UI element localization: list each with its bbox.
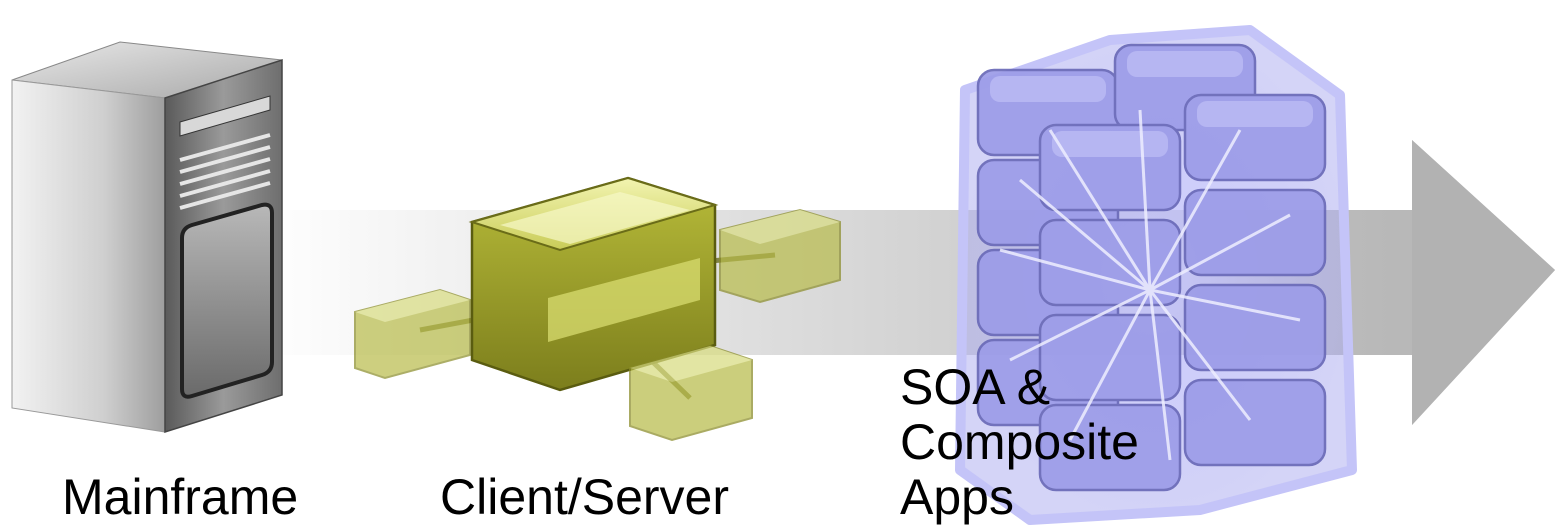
stage-label-soa-line-1: SOA & <box>900 359 1051 415</box>
stage-label-soa-line-2: Composite <box>900 414 1139 470</box>
server-tower-icon <box>11 41 283 434</box>
stage-label-client-server: Client/Server <box>440 469 729 525</box>
stage-label-mainframe: Mainframe <box>62 469 299 525</box>
client-server-cubes-icon <box>354 176 841 442</box>
stage-label-soa: SOA & Composite Apps <box>900 360 1139 525</box>
soa-blocks-icon <box>955 25 1357 525</box>
stage-label-soa-line-3: Apps <box>900 469 1014 525</box>
